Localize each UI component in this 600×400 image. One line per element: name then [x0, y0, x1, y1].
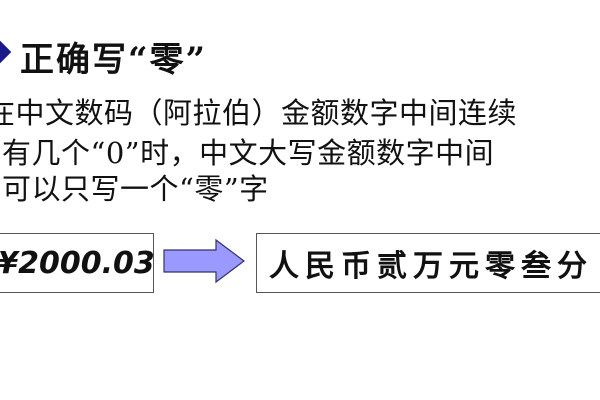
title-bullet-icon: [0, 40, 12, 64]
slide-title: 正确写“零”: [20, 40, 208, 80]
right-arrow-icon: [163, 238, 245, 284]
body-line-2: 有几个“0”时，中文大写金额数字中间: [2, 136, 495, 170]
numeric-amount: ¥2000.03: [0, 245, 155, 281]
body-line-3: 可以只写一个“零”字: [2, 172, 269, 206]
numeric-amount-box: ¥2000.03: [0, 233, 155, 293]
chinese-amount: 人民币贰万元零叁分: [269, 249, 593, 284]
body-line-1: 在中文数码（阿拉伯）金额数字中间连续: [0, 96, 518, 130]
chinese-amount-box: 人民币贰万元零叁分: [256, 233, 600, 293]
